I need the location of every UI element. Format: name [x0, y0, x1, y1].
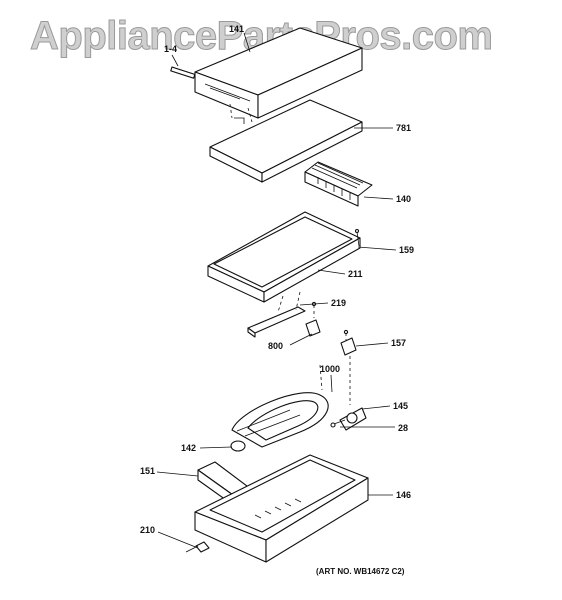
label-141: 141 — [229, 24, 244, 34]
leader-lines — [156, 32, 397, 549]
label-781: 781 — [396, 123, 411, 133]
label-28: 28 — [398, 423, 408, 433]
cover-screws — [229, 103, 253, 124]
label-1000: 1000 — [320, 364, 340, 374]
part-141-cover[interactable] — [194, 27, 363, 119]
label-146: 146 — [396, 490, 411, 500]
part-211-griddle-pan[interactable] — [207, 211, 361, 303]
part-210-screw[interactable] — [185, 541, 210, 553]
part-219-strip[interactable] — [247, 291, 306, 338]
part-140-grate[interactable] — [304, 161, 373, 207]
part-1-4-pin[interactable] — [170, 66, 196, 79]
label-1-4: 1-4 — [164, 44, 177, 54]
label-211: 211 — [348, 269, 363, 279]
label-142: 142 — [181, 443, 196, 453]
part-labels: 141 1-4 781 140 159 211 219 800 157 1000… — [140, 24, 414, 535]
art-number: (ART NO. WB14672 C2) — [316, 567, 405, 576]
label-210: 210 — [140, 525, 155, 535]
label-157: 157 — [391, 338, 406, 348]
part-28-screw[interactable] — [330, 419, 346, 428]
label-159: 159 — [399, 245, 414, 255]
part-157-bracket[interactable] — [340, 329, 357, 405]
part-159-screw[interactable] — [354, 228, 360, 247]
part-800-bracket[interactable] — [305, 301, 321, 337]
part-142-burner[interactable] — [230, 364, 329, 452]
label-151: 151 — [140, 466, 155, 476]
label-800: 800 — [268, 341, 283, 351]
label-219: 219 — [331, 298, 346, 308]
part-146-burner-box[interactable] — [194, 454, 369, 563]
part-781-plate[interactable] — [209, 99, 363, 183]
label-140: 140 — [396, 194, 411, 204]
label-145: 145 — [393, 401, 408, 411]
